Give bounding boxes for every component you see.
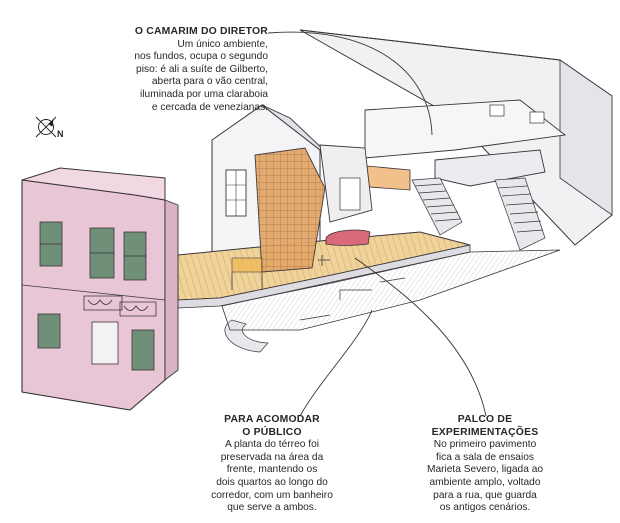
right-side-wall (299, 29, 613, 246)
callout-line: para a rua, que guarda (433, 489, 537, 501)
callout-line: corredor, com um banheiro (211, 489, 333, 501)
callout-line: Marieta Severo, ligada ao (426, 464, 544, 476)
callout-director-suite: O CAMARIM DO DIRETOR Um único ambiente, … (118, 26, 268, 114)
leader-palco (354, 257, 487, 417)
lattice-screen (254, 147, 326, 273)
compass-icon (35, 116, 57, 138)
callout-line: preservada na área da (220, 451, 324, 463)
callout-title: PALCO DE (457, 414, 513, 425)
callout-line: A planta do térreo foi (224, 439, 319, 451)
callout-line: fica a sala de ensaios (436, 451, 534, 463)
ground-floor-plan (221, 249, 561, 331)
callout-line: frente, mantendo os (226, 464, 318, 476)
callout-title: O PÚBLICO (242, 426, 302, 438)
callout-line: iluminada por uma claraboia (140, 88, 268, 100)
callout-line: piso: é ali a suíte de Gilberto, (136, 63, 268, 75)
director-suite-loft (355, 99, 567, 191)
callout-line: aberta para o vão central, (151, 76, 268, 88)
callout-title: PARA ACOMODAR (224, 414, 320, 425)
callout-line: e cercada de venezianas. (151, 101, 268, 113)
balconies (83, 295, 157, 317)
compass-north-label: N (57, 129, 64, 139)
callout-line: Um único ambiente, (177, 38, 268, 50)
table-and-chair (231, 255, 330, 290)
callout-line: ambiente amplo, voltado (429, 476, 541, 488)
callout-line: No primeiro pavimento (433, 439, 537, 451)
callout-line: os antigos cenários. (439, 502, 531, 514)
facade-windows (37, 221, 155, 371)
leader-diretor (267, 31, 433, 136)
callout-title: EXPERIMENTAÇÕES (431, 426, 539, 438)
callout-line: nos fundos, ocupa o segundo (134, 51, 268, 63)
callout-line: dois quartos ao longo do (216, 476, 328, 488)
sofa (325, 229, 371, 246)
callout-title: O CAMARIM DO DIRETOR (134, 26, 268, 37)
callout-line: que serve a ambos. (227, 502, 317, 514)
leader-lines (267, 31, 487, 417)
callout-stage: PALCO DE EXPERIMENTAÇÕES No primeiro pav… (418, 414, 552, 515)
street-facade (21, 167, 179, 411)
callout-audience: PARA ACOMODAR O PÚBLICO A planta do térr… (206, 414, 338, 515)
leader-publico (299, 309, 373, 417)
